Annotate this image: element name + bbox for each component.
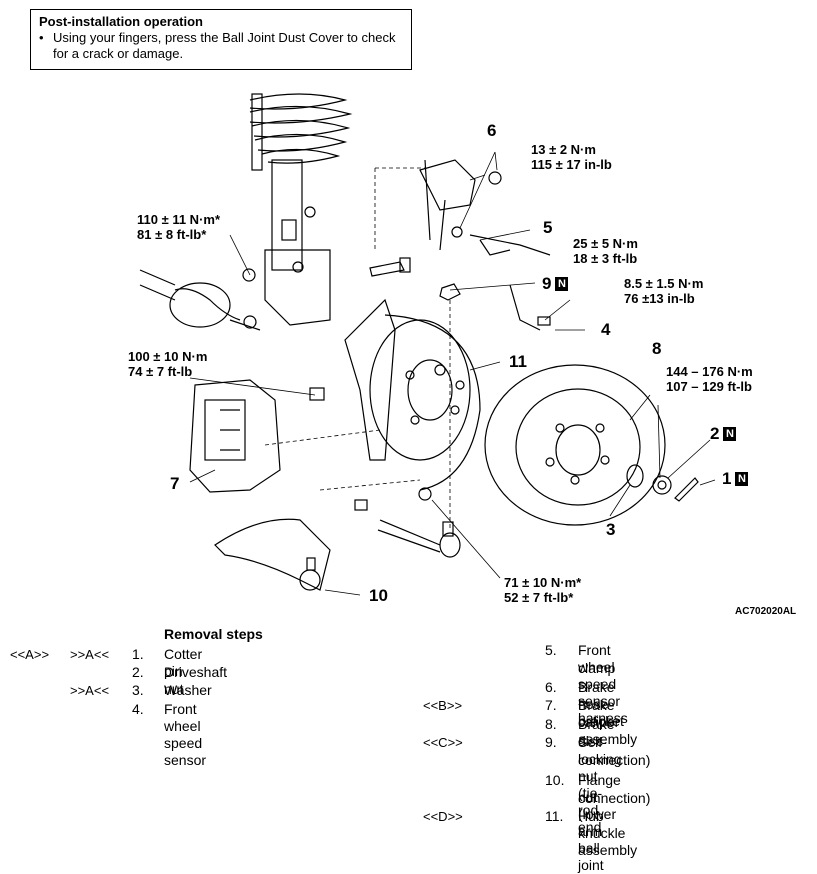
callout-5: 5 bbox=[543, 218, 553, 237]
hose-bracket bbox=[419, 159, 502, 251]
step-text: Brake disc bbox=[578, 716, 615, 749]
dust-shield bbox=[384, 314, 481, 491]
callout-7: 7 bbox=[170, 474, 180, 493]
flange-nut bbox=[418, 487, 432, 501]
lower-arm bbox=[214, 518, 331, 591]
note-title: Post-installation operation bbox=[39, 14, 203, 29]
figure-reference-code: AC702020AL bbox=[735, 606, 797, 617]
cotter-pin bbox=[674, 477, 699, 502]
step-number: 7. bbox=[545, 697, 557, 713]
step-text: Washer bbox=[164, 682, 212, 698]
step-text: Driveshaft nut bbox=[164, 664, 228, 697]
strut-bolt bbox=[369, 257, 411, 277]
step-number: 1. bbox=[132, 646, 144, 662]
tag-a: <<A>> bbox=[10, 647, 50, 662]
brake-disc bbox=[484, 364, 666, 526]
note-bullet-text: Using your fingers, press the Ball Joint… bbox=[53, 30, 396, 61]
step-number: 5. bbox=[545, 642, 557, 658]
step-text-cont: connection) bbox=[578, 790, 651, 806]
torque-label-1: 110 ± 11 N·m*81 ± 8 ft-lb* bbox=[137, 212, 221, 242]
callout-8: 8 bbox=[652, 339, 662, 358]
note-bullet: • Using your fingers, press the Ball Joi… bbox=[39, 30, 403, 62]
step-number: 2. bbox=[132, 664, 144, 680]
speed-sensor bbox=[509, 284, 551, 331]
driveshaft bbox=[139, 268, 261, 331]
step-number: 6. bbox=[545, 679, 557, 695]
new-part-mark-icon: N bbox=[723, 427, 737, 441]
step-text: Self-locking nut (tie-rod end bbox=[578, 734, 622, 835]
new-part-mark-icon: N bbox=[555, 277, 569, 291]
post-installation-note: Post-installation operation • Using your… bbox=[30, 9, 412, 70]
strut bbox=[264, 159, 331, 326]
tag-b: <<B>> bbox=[423, 698, 463, 713]
tie-rod-end bbox=[377, 519, 461, 558]
removal-steps-title: Removal steps bbox=[164, 626, 263, 642]
hub-knuckle bbox=[344, 298, 471, 461]
callout-6: 6 bbox=[487, 121, 497, 140]
driveshaft-nut bbox=[652, 475, 672, 495]
sensor-harness-clamp bbox=[451, 226, 551, 256]
tag-c: <<C>> bbox=[423, 735, 463, 750]
tag-d: <<D>> bbox=[423, 809, 463, 824]
step-text: Hub knuckle assembly bbox=[578, 808, 638, 858]
step-number: 11. bbox=[545, 808, 564, 824]
caliper-bolt bbox=[354, 499, 368, 511]
self-locking-nut bbox=[439, 283, 461, 301]
step-text: Front wheel speed sensor bbox=[164, 701, 207, 768]
step-text: Brake caliper assembly bbox=[578, 697, 638, 747]
brake-caliper bbox=[189, 379, 325, 493]
leader-lines bbox=[189, 151, 716, 596]
bullet-icon: • bbox=[39, 30, 44, 45]
step-number: 8. bbox=[545, 716, 557, 732]
step-text: Front wheel speed sensor harness bbox=[578, 642, 628, 726]
step-text-cont: connection) bbox=[578, 752, 651, 768]
callout-4: 4 bbox=[601, 320, 611, 339]
step-number: 9. bbox=[545, 734, 557, 750]
new-part-mark-icon: N bbox=[735, 472, 749, 486]
step-number: 3. bbox=[132, 682, 144, 698]
step-number: 4. bbox=[132, 701, 144, 717]
coil-spring bbox=[249, 93, 353, 171]
tag-a-install: >>A<< bbox=[70, 683, 110, 698]
suspension-exploded-diagram bbox=[139, 93, 716, 596]
callout-10: 10 bbox=[369, 586, 388, 605]
callout-11: 11 bbox=[509, 352, 527, 371]
step-text: Brake hose bracket bbox=[578, 679, 624, 729]
callout-3: 3 bbox=[606, 520, 616, 539]
step-text-cont: clamp bbox=[578, 660, 616, 676]
step-text: Cotter pin bbox=[164, 646, 203, 679]
step-number: 10. bbox=[545, 772, 565, 788]
tag-a-install: >>A<< bbox=[70, 647, 110, 662]
torque-label-7: 71 ± 10 N·m*52 ± 7 ft-lb* bbox=[504, 575, 582, 605]
washer bbox=[626, 464, 644, 488]
